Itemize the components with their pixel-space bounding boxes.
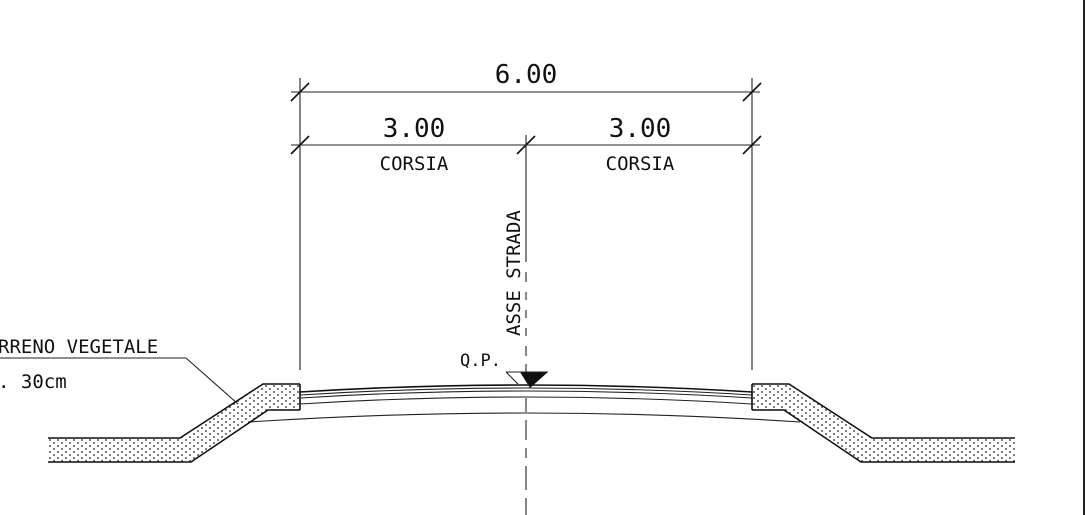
level-triangle-icon: [520, 372, 548, 388]
topsoil-label-line2: . 30cm: [0, 371, 67, 393]
dimension-total: [290, 78, 762, 370]
dimension-tick: [290, 135, 310, 155]
left-topsoil-layer: [48, 383, 301, 463]
total-width-label: 6.00: [495, 60, 558, 90]
dimension-tick: [290, 82, 310, 102]
right-topsoil-layer: [751, 383, 1015, 463]
left-lane-width-label: 3.00: [383, 114, 446, 144]
pavement: [247, 384, 801, 423]
right-lane-width-label: 3.00: [609, 114, 672, 144]
topsoil-label-line1: RRENO VEGETALE: [0, 336, 158, 358]
level-marker: [505, 371, 548, 388]
dimension-tick: [742, 82, 762, 102]
right-lane-name: CORSIA: [606, 153, 675, 175]
road-axis-label: ASSE STRADA: [503, 210, 525, 336]
topsoil-callout: [0, 357, 239, 405]
dimension-tick: [742, 135, 762, 155]
left-lane-name: CORSIA: [380, 153, 449, 175]
level-marker-label: Q.P.: [460, 351, 501, 371]
sheet-border: [1083, 0, 1085, 515]
